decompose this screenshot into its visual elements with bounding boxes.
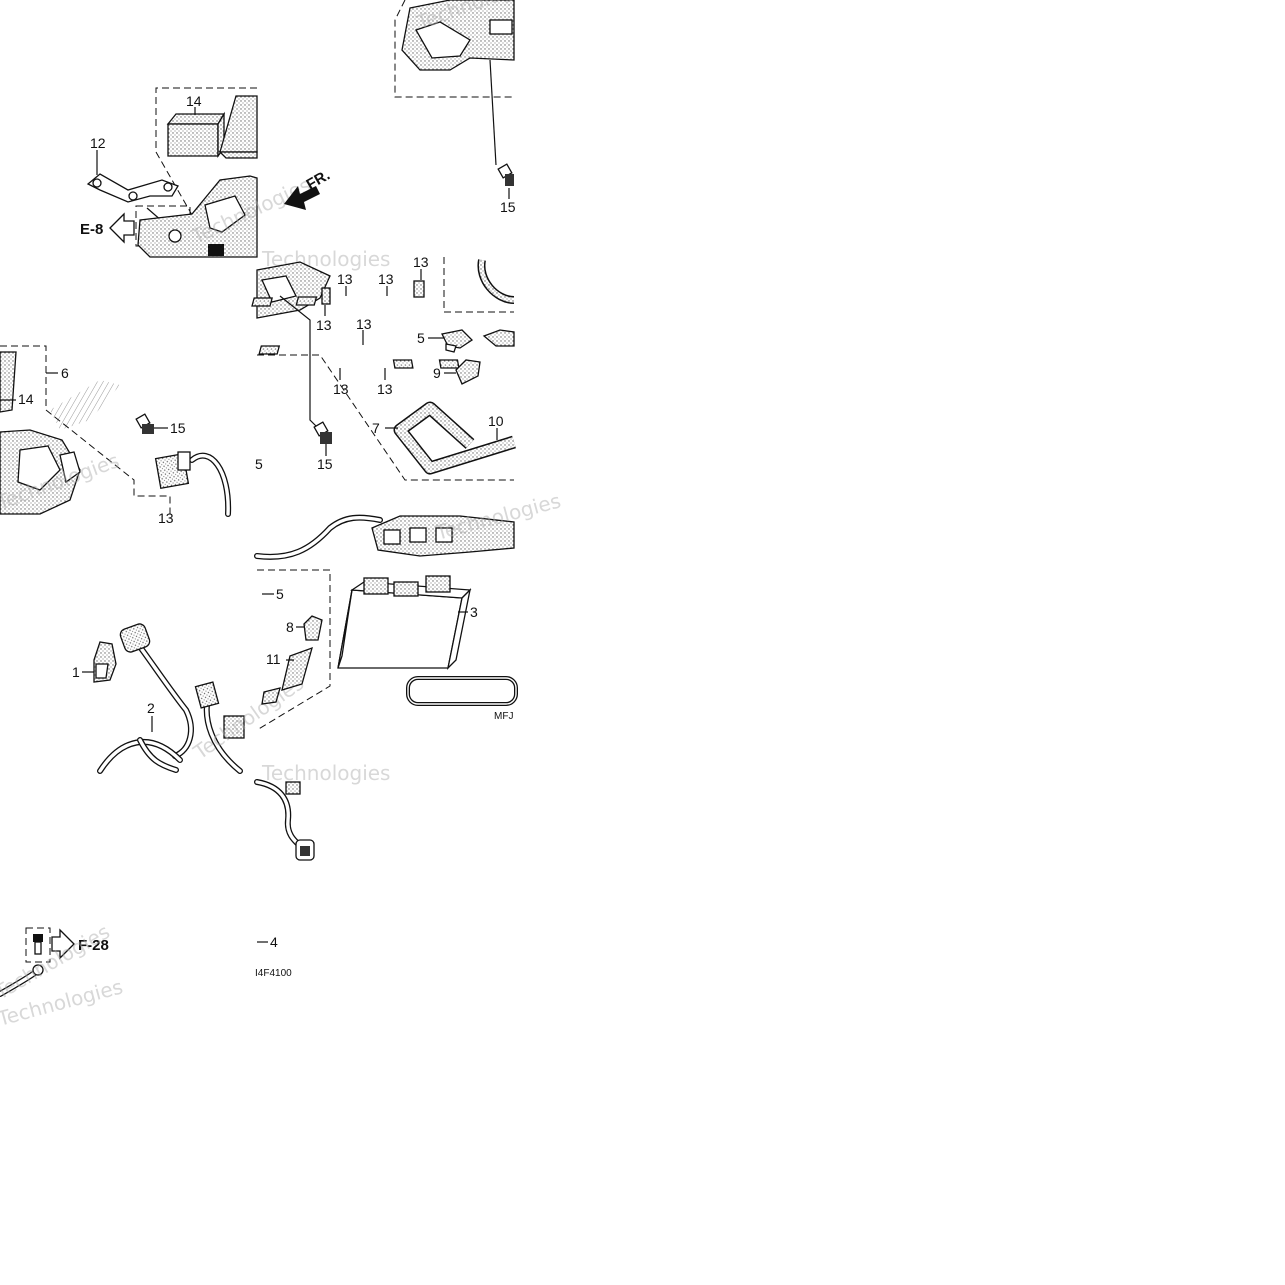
callout-5-cut: 5 — [255, 456, 263, 472]
callout-14-top: 14 — [186, 93, 202, 109]
ref-arrow-f28: F-28 — [51, 928, 109, 960]
callout-15-left: 15 — [170, 420, 186, 436]
callout-4: 4 — [270, 934, 278, 950]
callout-1: 1 — [72, 664, 80, 680]
callout-13-cut: 13 — [158, 510, 174, 526]
callout-3: 3 — [470, 604, 478, 620]
foam-pad-14 — [166, 95, 258, 159]
assembly-left — [0, 429, 81, 515]
callout-10: 10 — [488, 413, 504, 429]
gasket-ring — [406, 676, 518, 706]
tile-lower-middle: Technologies 4 I4F4100 — [254, 761, 390, 979]
ref-e8: E-8 — [80, 221, 103, 238]
housing-top — [401, 0, 515, 71]
clip-9 — [455, 359, 481, 385]
tile-center: Technologies 15 5 7 10 — [251, 247, 516, 481]
callout-12: 12 — [90, 135, 106, 151]
connector-left — [154, 451, 232, 517]
clamp-1 — [93, 641, 117, 683]
callout-13-f: 13 — [333, 381, 349, 397]
callout-6: 6 — [61, 365, 69, 381]
tile-lower-left: F-28 Technologies Technologies — [0, 919, 125, 1031]
tile-top-left: 14 12 E-8 Technologies — [80, 87, 315, 258]
callout-7: 7 — [372, 420, 380, 436]
callout-13-d: 13 — [316, 317, 332, 333]
pad-8 — [303, 615, 323, 641]
wire-harness-2 — [97, 623, 245, 774]
tile-middle-left: 6 14 13 Technologies 15 — [0, 345, 232, 526]
ref-arrow-e8: E-8 — [80, 212, 135, 244]
ref-f28: F-28 — [78, 937, 109, 954]
callout-13-g: 13 — [377, 381, 393, 397]
bracket-12 — [86, 173, 179, 203]
callout-2: 2 — [147, 700, 155, 716]
watermark-text: Technologies — [261, 761, 390, 785]
pads-13 — [251, 280, 460, 369]
callout-13-e: 13 — [356, 316, 372, 332]
tile-top-middle: Technologies 15 FR. — [284, 0, 542, 215]
callout-9: 9 — [433, 365, 441, 381]
callout-5-center: 5 — [417, 330, 425, 346]
hose-7-10 — [393, 259, 516, 475]
tile-bottom-middle: Technologies 5 8 11 3 MFJ — [254, 488, 563, 731]
bolt-15-top — [497, 163, 514, 186]
callout-15-top: 15 — [500, 199, 516, 215]
callout-13-b: 13 — [378, 271, 394, 287]
callout-5-bottom: 5 — [276, 586, 284, 602]
ecu-unit-3 — [337, 575, 472, 670]
connector-lower — [285, 781, 315, 861]
callout-14-left: 14 — [18, 391, 34, 407]
callout-13-c: 13 — [413, 254, 429, 270]
clamp-5 — [441, 329, 515, 353]
diagram-code-f4100: I4F4100 — [255, 968, 292, 979]
callout-11: 11 — [266, 651, 281, 667]
diagram-code-mfj: MFJ — [494, 711, 513, 722]
callout-8: 8 — [286, 619, 294, 635]
callout-15-center: 15 — [317, 456, 333, 472]
strip-11 — [261, 646, 313, 705]
callout-13-a: 13 — [337, 271, 353, 287]
connector-cluster — [371, 515, 515, 557]
bolt-f28 — [33, 934, 43, 955]
bolt-15-center — [313, 421, 332, 444]
bolt-15-left — [135, 413, 154, 434]
